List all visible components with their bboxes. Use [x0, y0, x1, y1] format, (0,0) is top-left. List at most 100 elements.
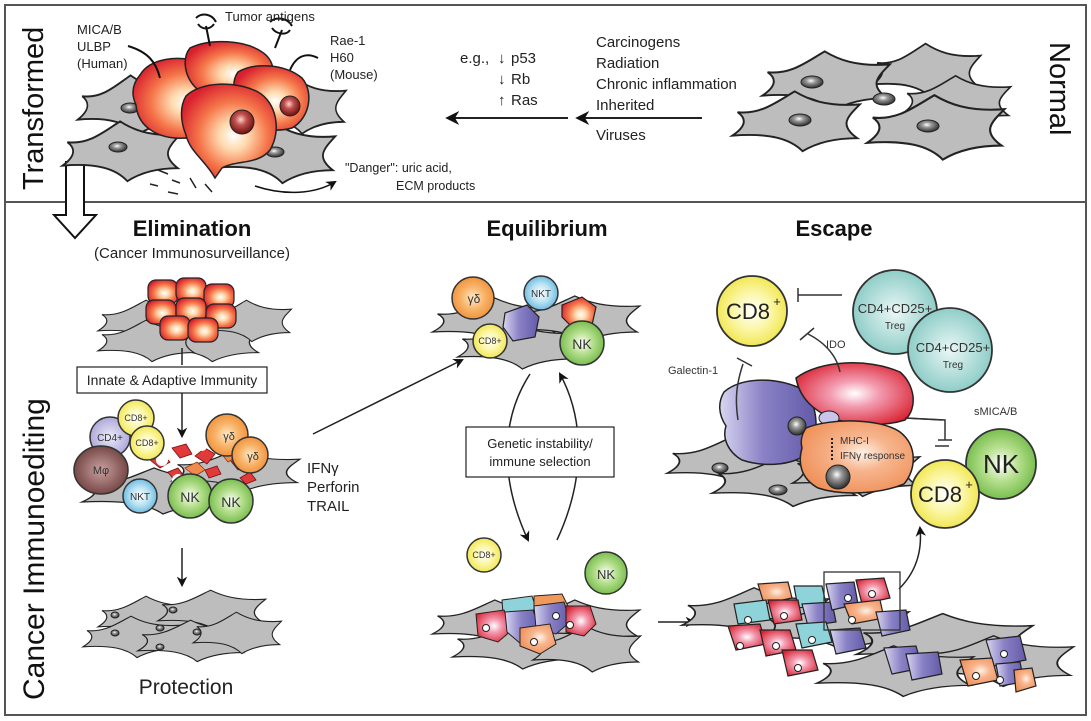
svg-text:Treg: Treg: [885, 321, 905, 332]
label-smica: sMICA/B: [974, 406, 1017, 418]
gene-dir-0: ↓: [498, 50, 506, 67]
effector-ifng: IFNγ: [307, 460, 339, 477]
cause-4: Viruses: [596, 127, 646, 144]
label-ecm: ECM products: [396, 179, 475, 193]
escape-cd8-top: CD8 +: [716, 275, 788, 347]
protected-tissue: [82, 589, 282, 663]
effector-perforin: Perforin: [307, 479, 360, 496]
svg-text:CD8: CD8: [726, 299, 770, 324]
zoom-callout-arrow: [898, 525, 927, 590]
svg-text:CD4+CD25+: CD4+CD25+: [916, 340, 990, 355]
escape-cd8-bottom: CD8 +: [910, 459, 980, 529]
cell-nkt: NKT: [122, 478, 158, 514]
cause-2: Chronic inflammation: [596, 76, 737, 93]
label-eg: e.g.,: [460, 50, 489, 67]
svg-text:CD8+: CD8+: [472, 550, 495, 560]
label-ulbp: ULBP: [77, 39, 111, 54]
cause-3: Inherited: [596, 97, 654, 114]
phase-title-equilibrium: Equilibrium: [487, 216, 608, 241]
escape-nk: NK: [965, 428, 1037, 500]
cell-cd8-b: CD8+: [129, 425, 165, 461]
label-galectin: Galectin-1: [668, 365, 718, 377]
innate-adaptive-label: Innate & Adaptive Immunity: [87, 372, 257, 388]
svg-text:+: +: [965, 477, 973, 492]
outcome-protection: Protection: [139, 676, 234, 699]
label-danger: "Danger": uric acid,: [345, 161, 452, 175]
cell-nk-2: NK: [208, 478, 254, 524]
svg-text:NK: NK: [983, 449, 1020, 479]
gene-name-0: p53: [511, 50, 536, 67]
svg-text:Mφ: Mφ: [93, 465, 109, 477]
escape-labels: IDO Galectin-1 sMICA/B MHC-I IFNγ respon…: [668, 339, 1017, 462]
svg-text:CD8+: CD8+: [478, 336, 501, 346]
svg-text:NK: NK: [180, 489, 200, 505]
label-mhc: MHC-I: [840, 436, 869, 447]
effector-molecules: IFNγ Perforin TRAIL: [307, 460, 360, 515]
inhibition-lines: [735, 288, 952, 447]
equilibrium-tissue-bottom: [431, 593, 642, 673]
svg-text:+: +: [773, 294, 781, 309]
transformed-tissue: [61, 13, 347, 195]
gene-name-1: Rb: [511, 71, 530, 88]
gene-changes: e.g., ↓ p53 ↓ Rb ↑ Ras: [460, 50, 538, 109]
effector-trail: TRAIL: [307, 498, 350, 515]
svg-text:CD4+: CD4+: [97, 433, 123, 444]
svg-text:NK: NK: [221, 494, 241, 510]
innate-adaptive-box: [76, 366, 268, 394]
eq-cell-cd8: CD8+: [472, 323, 508, 359]
elimination-tumor-cluster: [97, 277, 292, 363]
normal-tissue: [731, 42, 1012, 161]
svg-text:γδ: γδ: [247, 451, 259, 463]
eq-cell-nk: NK: [559, 320, 605, 366]
svg-text:NK: NK: [597, 567, 615, 582]
svg-text:NKT: NKT: [130, 492, 150, 503]
label-h60: H60: [330, 50, 354, 65]
escape-tissue: [666, 362, 921, 508]
genetic-instability-line2: immune selection: [489, 454, 590, 469]
cause-1: Radiation: [596, 55, 659, 72]
eq-cell-cd8-low: CD8+: [466, 537, 502, 573]
cause-0: Carcinogens: [596, 34, 680, 51]
svg-text:CD4+CD25+: CD4+CD25+: [858, 301, 932, 316]
side-label-normal: Normal: [1043, 42, 1075, 135]
cell-gamma-delta-2: γδ: [231, 436, 269, 474]
svg-text:NK: NK: [572, 336, 592, 352]
side-label-cancer-immunoediting: Cancer Immunoediting: [18, 398, 51, 700]
svg-text:CD8: CD8: [918, 482, 962, 507]
genetic-instability-box: [465, 426, 615, 478]
gene-dir-2: ↑: [498, 92, 506, 109]
phase-title-elimination: Elimination: [133, 216, 252, 241]
label-tumor-antigens: Tumor antigens: [225, 9, 315, 24]
svg-text:γδ: γδ: [468, 292, 481, 306]
svg-text:γδ: γδ: [223, 431, 235, 443]
bottom-panel-frame: [4, 201, 1087, 716]
side-label-transformed: Transformed: [18, 27, 50, 190]
gene-dir-1: ↓: [498, 71, 506, 88]
gene-name-2: Ras: [511, 92, 538, 109]
genetic-instability-line1: Genetic instability/: [487, 436, 593, 451]
svg-text:Treg: Treg: [943, 360, 963, 371]
escape-tumor-mass: [681, 577, 1075, 698]
label-rae1: Rae-1: [330, 33, 365, 48]
cause-list: Carcinogens Radiation Chronic inflammati…: [596, 34, 737, 144]
label-mica: MICA/B: [77, 22, 122, 37]
zoom-callout-box: [823, 571, 901, 631]
cell-macrophage: Mφ: [73, 445, 129, 495]
phase-subtitle-elimination: (Cancer Immunosurveillance): [94, 245, 290, 262]
cell-nk-1: NK: [167, 473, 213, 519]
escape-treg-2: CD4+CD25+ Treg: [907, 307, 993, 393]
arrow-to-equilibrium: [312, 359, 464, 435]
eq-cell-gamma-delta: γδ: [451, 276, 495, 320]
svg-text:CD8+: CD8+: [124, 413, 147, 423]
label-mouse: (Mouse): [330, 67, 378, 82]
hollow-down-arrow-icon: [51, 161, 99, 240]
label-human: (Human): [77, 56, 128, 71]
svg-text:CD8+: CD8+: [135, 438, 158, 448]
svg-text:NKT: NKT: [531, 289, 551, 300]
label-ido: IDO: [826, 339, 846, 351]
label-ifng-response: IFNγ response: [840, 451, 905, 462]
ligand-labels: MICA/B ULBP (Human) Tumor antigens Rae-1…: [77, 9, 475, 193]
eq-cell-nk-low: NK: [584, 551, 628, 595]
eq-cell-nkt: NKT: [523, 275, 559, 311]
